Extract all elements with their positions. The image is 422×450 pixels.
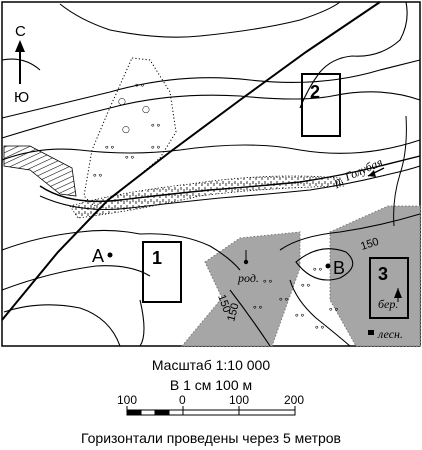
svg-text:∘∘: ∘∘ <box>328 305 339 315</box>
vegetation-symbols: ○ ○ ○ ∘∘ ∘∘ ∘∘ ∘∘ ∘∘ ∘∘ ∘∘ ∘∘ ∘∘ ∘∘ ∘∘ ∘… <box>92 81 339 333</box>
scale-ratio: Масштаб 1:10 000 <box>151 357 271 373</box>
svg-text:∘∘: ∘∘ <box>278 295 289 305</box>
scale-bar <box>126 406 296 416</box>
forest-area <box>180 205 421 347</box>
scale-tick-label-1: 100 <box>117 393 137 407</box>
square-3-number: 3 <box>378 264 388 284</box>
contour-label-2: 150 <box>225 302 241 323</box>
svg-text:○: ○ <box>118 97 126 107</box>
point-a-label: А <box>92 246 104 266</box>
spring-label: род. <box>237 271 259 285</box>
contour-label-3: 150 <box>359 236 380 253</box>
svg-text:∘∘: ∘∘ <box>150 121 161 131</box>
compass-north: С <box>15 23 26 40</box>
svg-text:○: ○ <box>142 105 150 115</box>
square-2-number: 2 <box>310 82 320 102</box>
contour-label-1: 150 <box>215 293 233 314</box>
svg-text:∘∘: ∘∘ <box>150 143 161 153</box>
square-1 <box>142 241 182 303</box>
point-a-marker <box>107 252 113 258</box>
river-flow-arrow-icon <box>367 167 385 177</box>
forestry-building-icon <box>368 330 374 335</box>
svg-text:○: ○ <box>122 125 130 135</box>
contour-interval-note: Горизонтали проведены через 5 метров <box>81 430 341 446</box>
forestry-label: лесн. <box>377 327 403 341</box>
svg-text:∘∘: ∘∘ <box>124 153 135 163</box>
shore-label: бер. <box>378 297 398 311</box>
tree-icon <box>394 288 402 302</box>
river-golubaya-bank <box>39 165 421 210</box>
point-b-label: В <box>333 258 345 278</box>
svg-text:∘∘: ∘∘ <box>104 143 115 153</box>
svg-text:∘∘: ∘∘ <box>314 323 325 333</box>
svg-text:∘∘: ∘∘ <box>294 311 305 321</box>
road <box>1 1 381 321</box>
svg-text:∘∘: ∘∘ <box>92 171 103 181</box>
svg-text:∘∘: ∘∘ <box>300 281 311 291</box>
compass-south: Ю <box>14 89 29 106</box>
stream <box>393 115 407 227</box>
scale-tick-label-2: 0 <box>179 393 186 407</box>
scale-text: В 1 см 100 м <box>169 377 253 393</box>
scale-tick-label-4: 200 <box>284 393 304 407</box>
square-3 <box>369 257 409 319</box>
square-2 <box>301 73 341 137</box>
square-1-number: 1 <box>152 248 162 268</box>
point-b-marker <box>325 263 331 269</box>
spring-icon <box>243 250 249 265</box>
north-arrow-icon <box>15 40 25 84</box>
svg-text:∘∘: ∘∘ <box>252 303 263 313</box>
svg-text:∘∘: ∘∘ <box>134 81 145 91</box>
scale-tick-label-3: 100 <box>229 393 249 407</box>
svg-text:∘∘: ∘∘ <box>312 265 323 275</box>
contour-lines <box>1 1 421 347</box>
svg-text:∘∘: ∘∘ <box>262 277 273 287</box>
ravine-hatch <box>3 145 77 197</box>
